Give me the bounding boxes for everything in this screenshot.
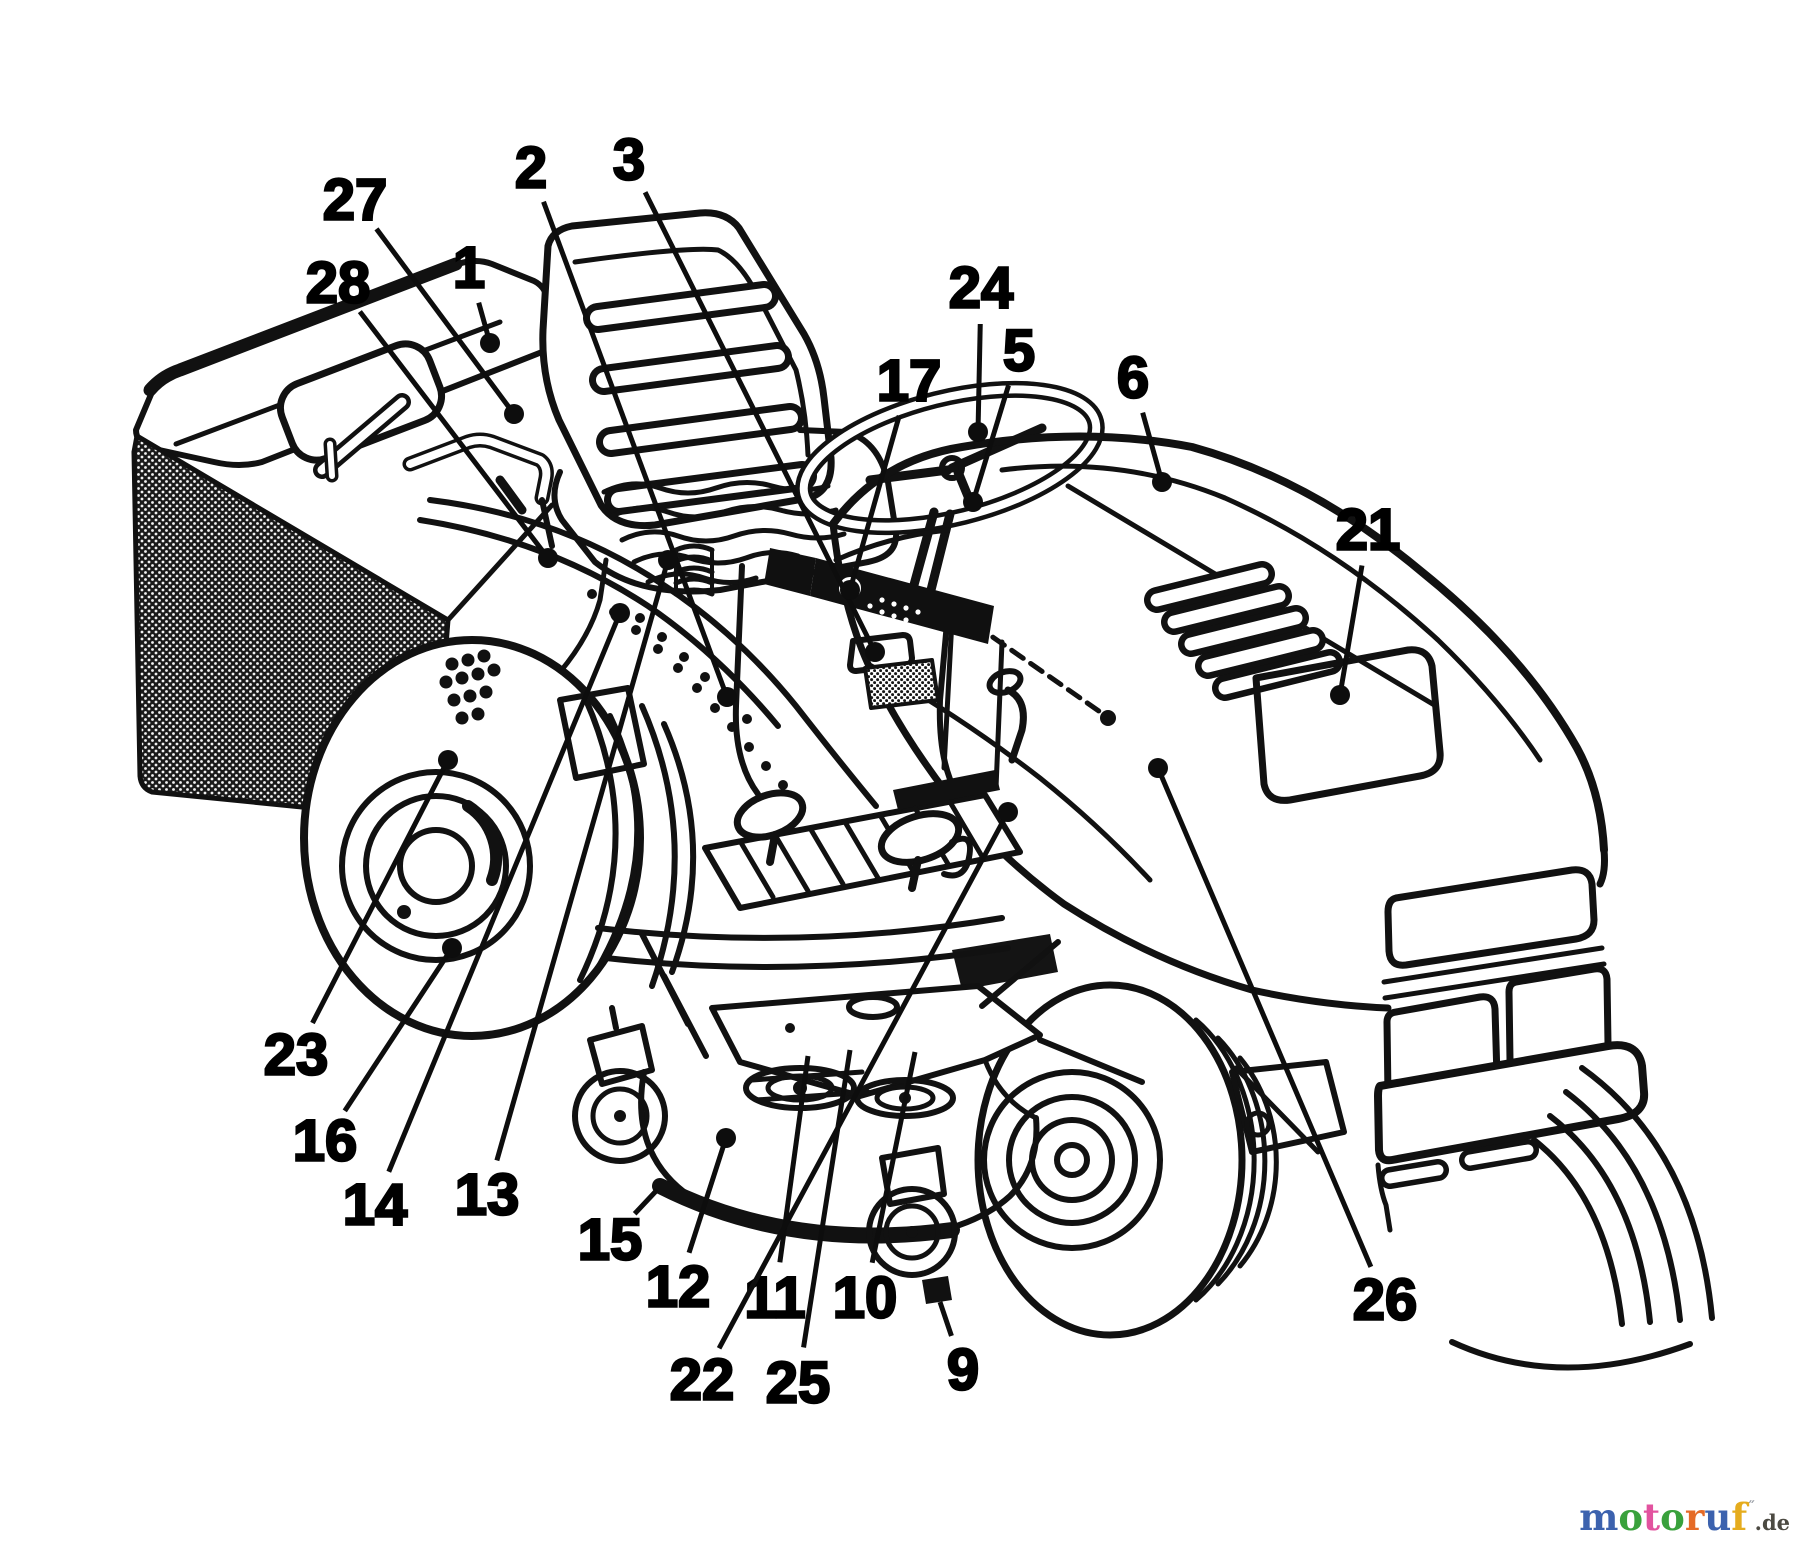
- callout-number-17: 17: [877, 349, 942, 414]
- watermark-suffix: .de: [1754, 1510, 1790, 1535]
- leader-dot: [504, 404, 524, 424]
- console-dash: [732, 548, 1027, 797]
- leader-line: [975, 323, 983, 433]
- leader-dot: [865, 642, 885, 662]
- callout-number-22: 22: [670, 1348, 735, 1413]
- callout-number-28: 28: [306, 251, 371, 316]
- control-lever-right: [877, 810, 973, 892]
- leader-dot: [1148, 758, 1168, 778]
- callout-number-13: 13: [455, 1163, 520, 1228]
- leader-line: [357, 310, 550, 560]
- callout-number-12: 12: [646, 1255, 711, 1320]
- leader-line: [970, 384, 1011, 503]
- callout-number-25: 25: [766, 1351, 831, 1416]
- leader-line: [1140, 412, 1165, 483]
- leader-line: [686, 1137, 729, 1254]
- watermark-letter: u: [1704, 1495, 1732, 1539]
- leader-line: [1155, 767, 1374, 1268]
- leader-dot: [840, 580, 860, 600]
- fender-frame: [417, 497, 1011, 970]
- leader-dot: [442, 938, 462, 958]
- leader-dot: [716, 1128, 736, 1148]
- watermark-letters: motoruf: [1579, 1495, 1747, 1539]
- callout-number-9: 9: [947, 1338, 979, 1403]
- watermark-tick: ˝: [1747, 1498, 1755, 1516]
- seat: [539, 209, 900, 595]
- leader-dot: [658, 550, 678, 570]
- callout-number-14: 14: [343, 1173, 408, 1238]
- callout-number-6: 6: [1117, 346, 1149, 411]
- watermark-letter: m: [1579, 1495, 1619, 1539]
- watermark-letter: r: [1684, 1495, 1705, 1539]
- running-board: [702, 770, 1023, 911]
- callout-number-26: 26: [1353, 1268, 1418, 1333]
- leader-line: [374, 227, 517, 416]
- hood-decal-area: [1252, 646, 1444, 804]
- leader-line: [869, 1051, 918, 1264]
- leader-line: [801, 1049, 853, 1348]
- leader-dot: [1330, 685, 1350, 705]
- leader-dot: [963, 492, 983, 512]
- leader-dot: [480, 333, 500, 353]
- vent-hole-cluster: [439, 649, 501, 725]
- bag-mount-bracket: [402, 432, 555, 549]
- leader-line: [1337, 565, 1365, 696]
- caster-wheel-left: [572, 1005, 668, 1164]
- watermark-letter: t: [1643, 1495, 1661, 1539]
- leader-line: [847, 414, 902, 591]
- leader-dot: [998, 802, 1018, 822]
- front-wheel-far: [1449, 1065, 1715, 1371]
- callout-number-15: 15: [578, 1208, 643, 1273]
- callout-number-3: 3: [613, 128, 645, 193]
- leader-line: [642, 191, 878, 654]
- leader-line: [937, 1301, 954, 1337]
- watermark-letter: f: [1731, 1495, 1748, 1539]
- leader-dot: [717, 687, 737, 707]
- callout-number-2: 2: [515, 136, 547, 201]
- leader-line: [494, 559, 671, 1162]
- callout-number-24: 24: [949, 256, 1014, 321]
- leader-dot: [438, 750, 458, 770]
- callout-number-16: 16: [293, 1109, 358, 1174]
- front-wheel-near: [974, 981, 1347, 1339]
- deck-plug: [922, 1276, 952, 1304]
- leader-line: [716, 810, 1011, 1350]
- mower-deck: [572, 931, 1145, 1304]
- leader-dot: [538, 548, 558, 568]
- leader-line: [386, 612, 623, 1173]
- control-lever-left: [733, 789, 807, 866]
- leader-line: [310, 758, 451, 1025]
- watermark-letter: o: [1618, 1495, 1644, 1539]
- seat-spring: [673, 543, 715, 597]
- callout-number-21: 21: [1336, 498, 1401, 563]
- rear-wheel: [300, 636, 697, 1040]
- front-grille-bumper: [1374, 846, 1649, 1233]
- leader-line: [632, 1188, 659, 1216]
- leader-line: [342, 946, 455, 1113]
- watermark-letter: o: [1660, 1495, 1685, 1539]
- callout-number-1: 1: [453, 236, 485, 301]
- callout-number-27: 27: [323, 168, 388, 233]
- callout-number-5: 5: [1003, 319, 1035, 384]
- bag-handle: [277, 340, 445, 483]
- steering-wheel: [795, 380, 1105, 623]
- leader-dot: [968, 422, 988, 442]
- leader-dot: [610, 603, 630, 623]
- warning-decal: [863, 658, 940, 710]
- leader-dot: [1152, 472, 1172, 492]
- watermark-logo: motoruf˝.de: [1579, 1495, 1790, 1539]
- callout-number-23: 23: [264, 1023, 329, 1088]
- callout-number-10: 10: [833, 1266, 898, 1331]
- leader-line: [541, 200, 730, 698]
- callout-number-11: 11: [744, 1266, 805, 1331]
